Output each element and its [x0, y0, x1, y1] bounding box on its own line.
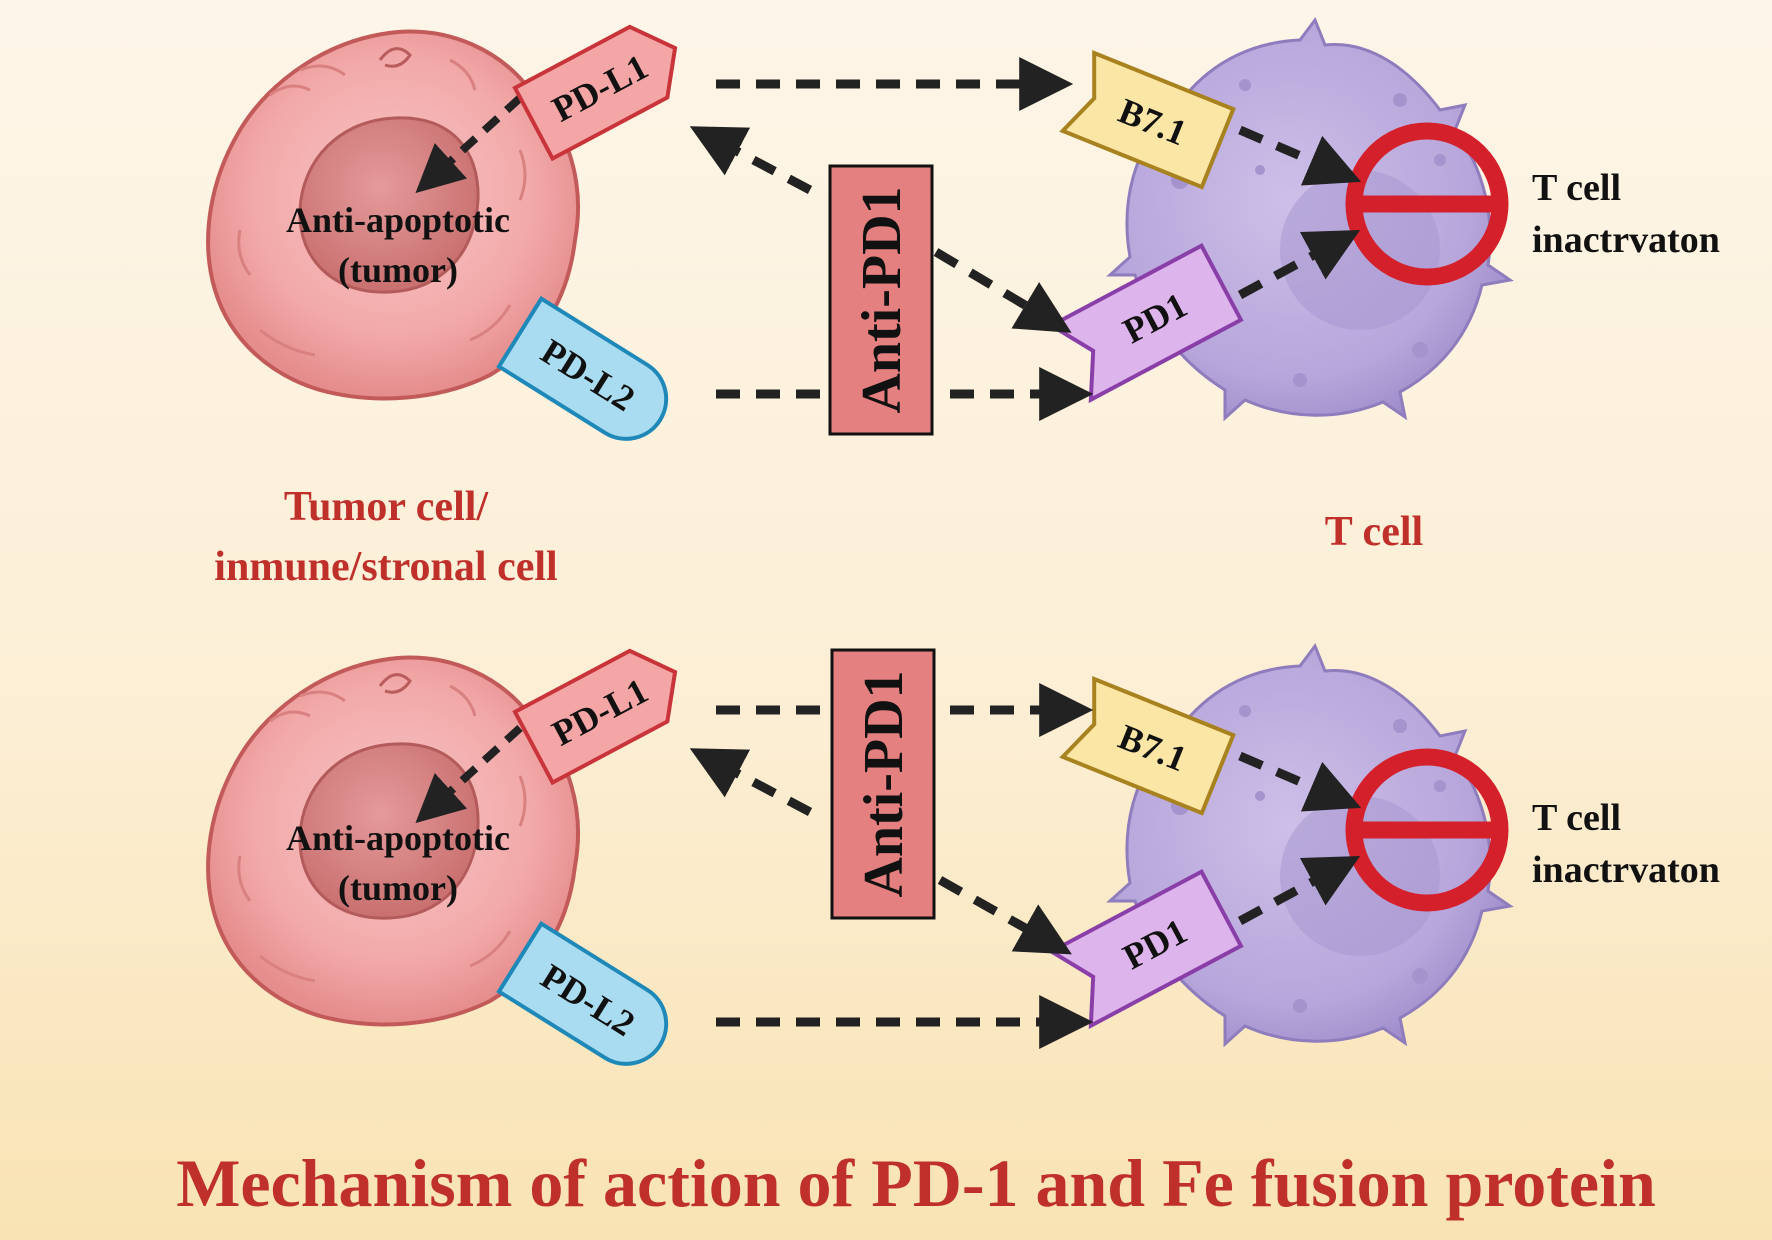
anti-apoptotic-label: Anti-apoptotic	[286, 818, 510, 858]
dashed-arrow-icon	[689, 748, 813, 816]
inhibition-icon	[1345, 748, 1509, 912]
arrows-bottom	[689, 683, 1362, 1049]
dashed-arrow-icon	[1237, 856, 1361, 925]
pd1-receptor: PD1	[1047, 243, 1244, 404]
anti-apoptotic-sub-label: (tumor)	[338, 250, 458, 290]
anti-apoptotic-label: Anti-apoptotic	[286, 200, 510, 240]
t-cell-inactivation-sub-label: inactrvaton	[1532, 219, 1720, 261]
t-cell-caption: T cell	[1325, 509, 1423, 555]
b7-1-receptor: B7.1	[1059, 675, 1236, 816]
pd1-receptor: PD1	[1047, 869, 1244, 1030]
dashed-arrow-icon	[933, 248, 1072, 333]
anti-pd1-box: Anti-PD1	[830, 648, 936, 920]
anti-pd1-label: Anti-PD1	[851, 186, 913, 413]
page-title: Mechanism of action of PD-1 and Fe fusio…	[176, 1145, 1656, 1221]
pd-l1-receptor: PD-L1	[512, 24, 678, 162]
arrows-top	[689, 57, 1362, 421]
pd-l1-receptor: PD-L1	[512, 648, 678, 786]
anti-pd1-label: Anti-PD1	[853, 670, 915, 897]
dashed-arrow-icon	[415, 725, 523, 824]
tumor-cell-caption-sub: inmune/stronal cell	[214, 544, 557, 590]
tumor-cell-caption: Tumor cell/	[284, 484, 490, 530]
t-cell-inactivation-label: T cell	[1532, 167, 1621, 209]
dashed-arrow-icon	[1237, 230, 1361, 299]
dashed-arrow-icon	[415, 95, 523, 194]
t-cell-inactivation-sub-label: inactrvaton	[1532, 849, 1720, 891]
dashed-arrow-icon	[1238, 751, 1362, 812]
b7-1-receptor: B7.1	[1059, 49, 1236, 190]
bottom-panel: Anti-apoptotic (tumor) PD-L1 PD-L2 B7.1	[206, 642, 1720, 1066]
top-panel: Anti-apoptotic (tumor) PD-L1 PD-L2	[206, 16, 1720, 590]
anti-apoptotic-sub-label: (tumor)	[338, 868, 458, 908]
pd-l2-receptor: PD-L2	[496, 295, 669, 441]
dashed-arrow-icon	[1238, 125, 1362, 186]
anti-pd1-box: Anti-PD1	[828, 164, 934, 436]
inhibition-icon	[1345, 122, 1509, 286]
pd-l2-receptor: PD-L2	[496, 920, 669, 1066]
t-cell-inactivation-label: T cell	[1532, 797, 1621, 839]
dashed-arrow-icon	[937, 876, 1072, 955]
dashed-arrow-icon	[689, 126, 813, 194]
